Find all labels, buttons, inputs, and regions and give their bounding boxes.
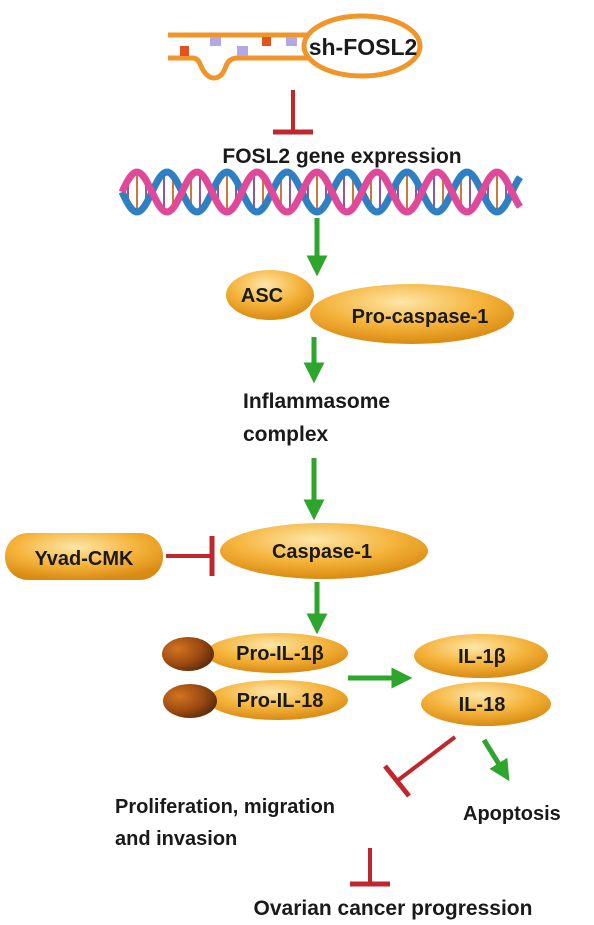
dna-helix-icon <box>118 168 523 216</box>
arrow-to-apoptosis <box>481 738 510 782</box>
inflammasome-label-line2: complex <box>243 423 329 446</box>
asc-procaspase-complex: ASC Pro-caspase-1 <box>226 270 514 344</box>
shrna-label: sh-FOSL2 <box>309 34 418 60</box>
yvad-cmk-node: Yvad-CMK <box>5 533 163 580</box>
asc-oval <box>226 270 314 320</box>
caspase-node: Caspase-1 <box>220 523 428 579</box>
il1b-label: IL-1β <box>458 646 506 668</box>
il1b-node: IL-1β <box>414 634 548 678</box>
gene-expression-label: FOSL2 gene expression <box>222 145 461 168</box>
hairpin-icon <box>168 13 423 81</box>
pro-il1b-node: Pro-IL-1β <box>162 633 348 673</box>
yvad-cmk-pill <box>5 533 163 580</box>
pro-il18-bead <box>163 684 217 718</box>
proliferation-label-line1: Proliferation, migration <box>115 796 335 818</box>
pro-il1b-label: Pro-IL-1β <box>236 643 324 665</box>
proliferation-label-line2: and invasion <box>115 828 237 850</box>
pro-il18-node: Pro-IL-18 <box>163 680 348 720</box>
il1b-oval <box>414 634 548 678</box>
inflammasome-label-line1: Inflammasome <box>243 390 390 413</box>
pro-il18-oval <box>208 680 348 720</box>
pro-il1b-oval <box>206 633 348 673</box>
il18-oval <box>421 682 551 726</box>
shrna-hairpin: sh-FOSL2 <box>168 13 423 81</box>
yvad-cmk-label: Yvad-CMK <box>35 548 134 570</box>
proliferation-inhibition <box>350 848 390 887</box>
pro-caspase-oval <box>310 284 514 344</box>
pro-caspase-label: Pro-caspase-1 <box>352 306 489 328</box>
asc-label: ASC <box>241 285 283 307</box>
pro-il1b-bead <box>162 637 214 671</box>
pro-il18-label: Pro-IL-18 <box>237 690 324 712</box>
apoptosis-label: Apoptosis <box>463 803 561 825</box>
il-inhibition-proliferation <box>383 735 457 798</box>
progression-label: Ovarian cancer progression <box>254 897 533 920</box>
il18-label: IL-18 <box>459 694 506 716</box>
yvad-inhibition <box>166 536 215 576</box>
caspase-oval <box>220 523 428 579</box>
caspase-label: Caspase-1 <box>272 541 372 563</box>
dna-strand-pink <box>118 168 523 216</box>
shrna-inhibition <box>273 90 313 135</box>
il18-node: IL-18 <box>421 682 551 726</box>
